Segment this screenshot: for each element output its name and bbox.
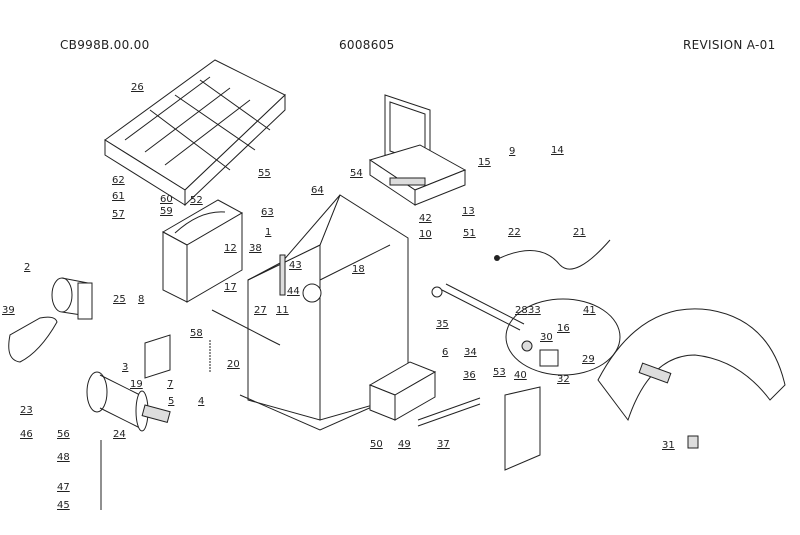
part-label-1: 1 [265,227,271,238]
part-label-46: 46 [20,429,33,440]
part-label-13: 13 [462,206,475,217]
part-label-34: 34 [464,347,477,358]
part-label-44: 44 [287,286,300,297]
part-label-27: 27 [254,305,267,316]
motor-bracket [144,334,171,379]
part-label-6: 6 [442,347,448,358]
part-label-24: 24 [113,429,126,440]
part-label-52: 52 [190,195,203,206]
part-label-47: 47 [57,482,70,493]
part-label-20: 20 [227,359,240,370]
part-label-45: 45 [57,500,70,511]
part-label-12: 12 [224,243,237,254]
part-label-43: 43 [289,260,302,271]
part-label-7: 7 [167,379,173,390]
part-label-16: 16 [557,323,570,334]
part-label-29: 29 [582,354,595,365]
monitor-console [368,94,467,206]
part-label-17: 17 [224,282,237,293]
part-label-11: 11 [276,305,289,316]
part-label-35: 35 [436,319,449,330]
part-label-59: 59 [160,206,173,217]
part-label-61: 61 [112,191,125,202]
part-label-32: 32 [557,374,570,385]
weight-block-front [394,371,436,421]
wheel-guard-hood [597,308,786,449]
part-label-25: 25 [113,294,126,305]
motor-cover-box [161,199,244,303]
part-label-40: 40 [514,370,527,381]
part-label-14: 14 [551,145,564,156]
part-label-41: 41 [583,305,596,316]
part-label-21: 21 [573,227,586,238]
support-bar [417,397,481,427]
part-label-31: 31 [662,440,675,451]
part-label-10: 10 [419,229,432,240]
part-label-19: 19 [130,379,143,390]
part-label-42: 42 [419,213,432,224]
part-number: 6008605 [339,38,395,52]
part-label-37: 37 [437,439,450,450]
part-label-62: 62 [112,175,125,186]
drawing-number: CB998B.00.00 [60,38,150,52]
part-label-30: 30 [540,332,553,343]
shaft-assembly [431,283,621,376]
part-label-5: 5 [168,396,174,407]
part-label-39: 39 [2,305,15,316]
revision: REVISION A-01 [683,38,776,52]
part-label-33: 33 [528,305,541,316]
motor [51,277,93,320]
part-label-23: 23 [20,405,33,416]
part-label-63: 63 [261,207,274,218]
part-label-49: 49 [398,439,411,450]
part-label-51: 51 [463,228,476,239]
brake-lever [211,309,281,346]
part-label-56: 56 [57,429,70,440]
part-label-64: 64 [311,185,324,196]
part-label-50: 50 [370,439,383,450]
part-label-36: 36 [463,370,476,381]
part-label-9: 9 [509,146,515,157]
cabinet-body [239,194,411,431]
part-label-58: 58 [190,328,203,339]
part-label-60: 60 [160,194,173,205]
part-label-38: 38 [249,243,262,254]
part-label-28: 28 [515,305,528,316]
part-label-53: 53 [493,367,506,378]
sensor-cable [499,239,611,270]
part-label-18: 18 [352,264,365,275]
part-label-54: 54 [350,168,363,179]
circuit-board [504,386,541,471]
part-label-2: 2 [24,262,30,273]
part-label-26: 26 [131,82,144,93]
accessory-tray [104,59,286,207]
part-label-3: 3 [122,362,128,373]
part-label-55: 55 [258,168,271,179]
part-label-57: 57 [112,209,125,220]
part-label-8: 8 [138,294,144,305]
part-label-15: 15 [478,157,491,168]
part-label-4: 4 [198,396,204,407]
part-label-48: 48 [57,452,70,463]
cable-end [494,255,500,261]
drive-belt [8,316,58,363]
main-shaft [86,371,171,432]
part-label-22: 22 [508,227,521,238]
